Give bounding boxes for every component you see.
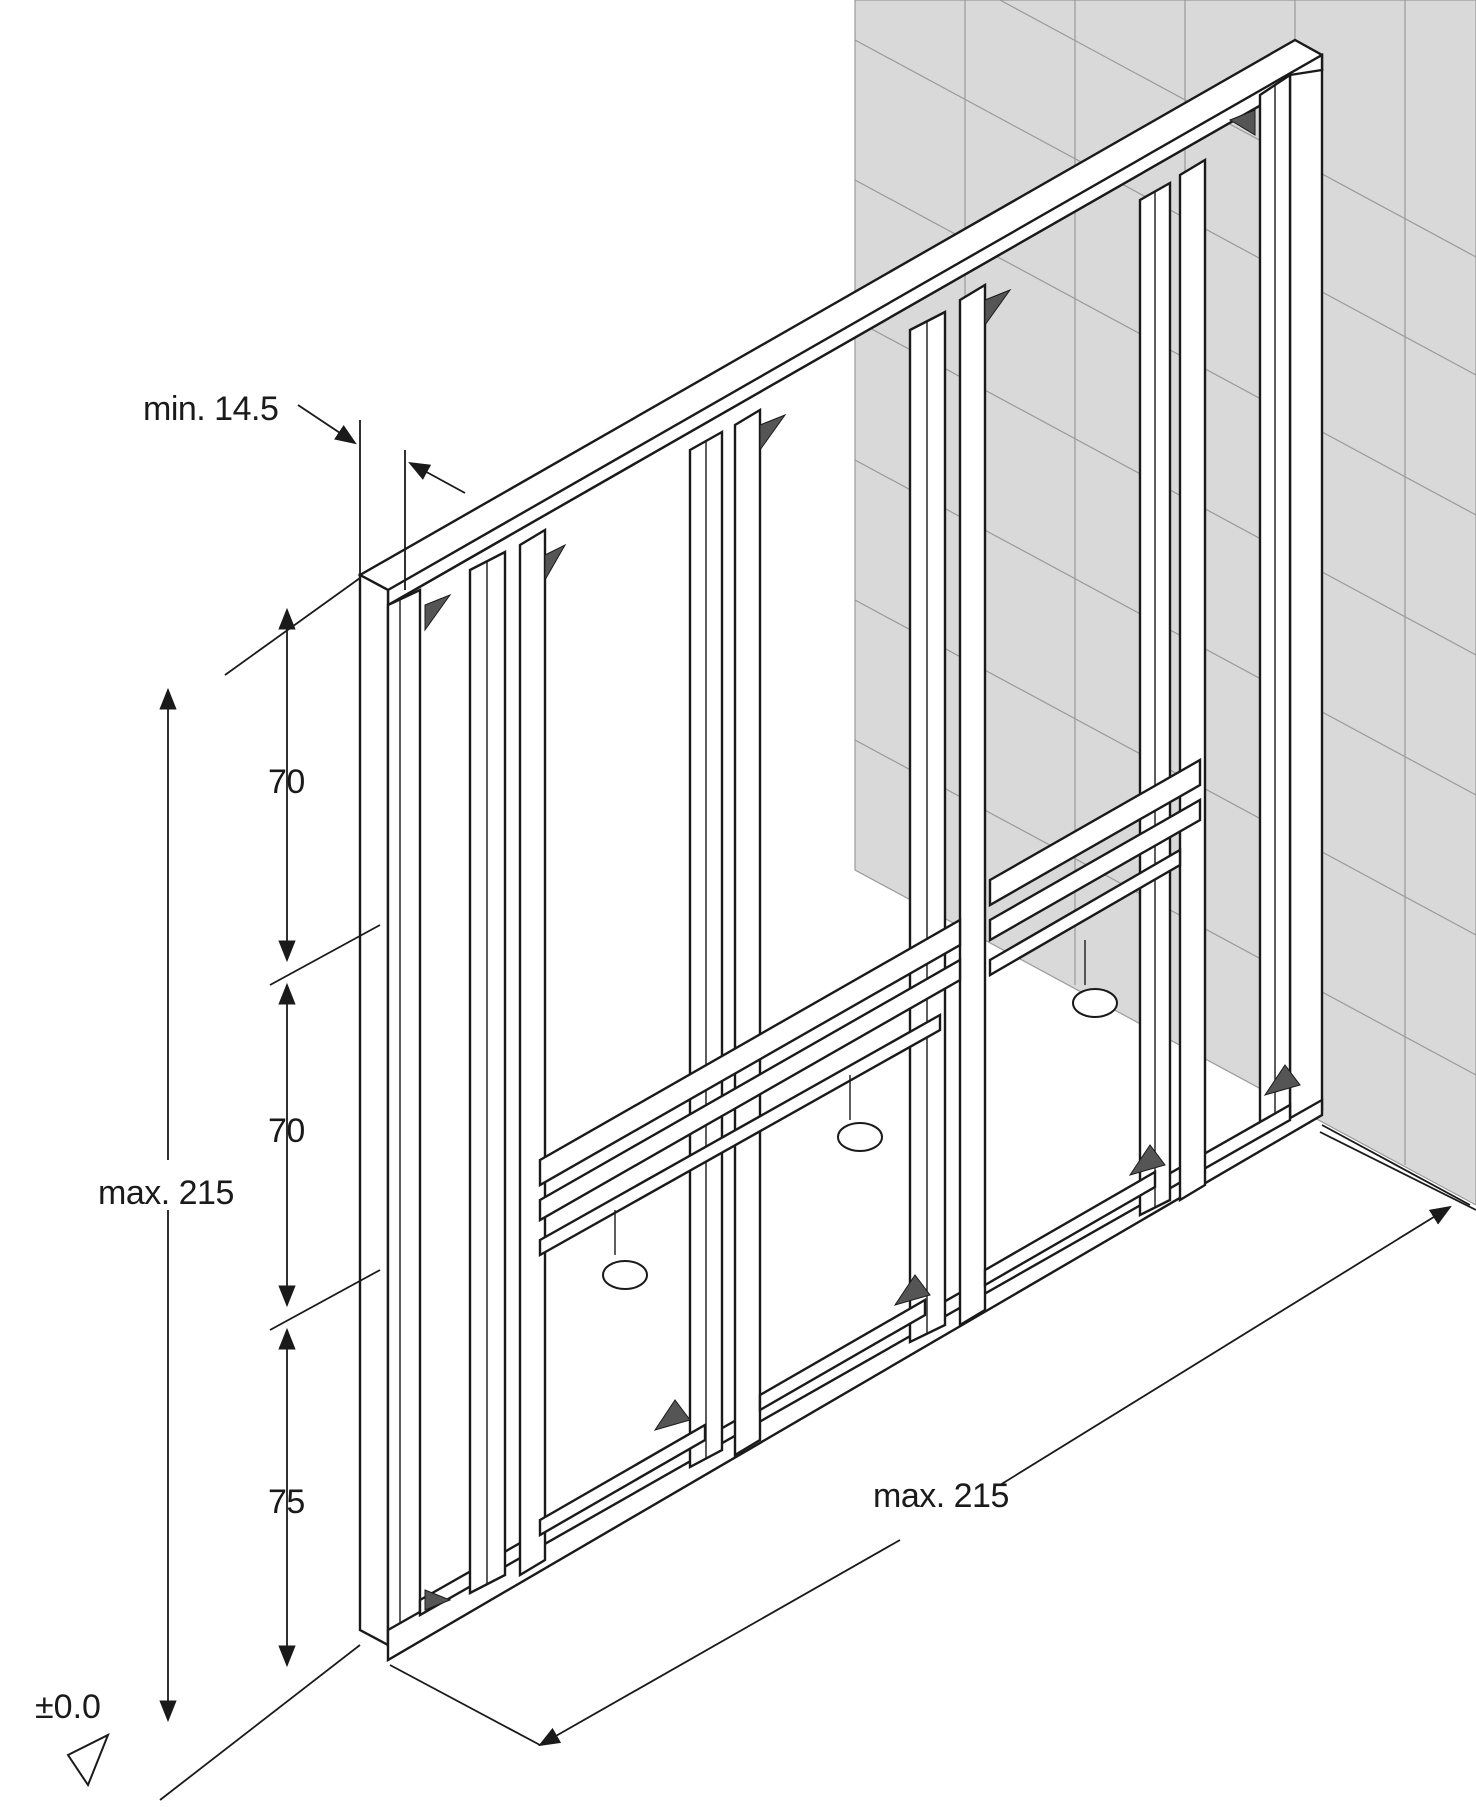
total-width-dimension: max. 215 xyxy=(389,1124,1471,1747)
corner-bracket xyxy=(424,109,1301,1611)
pipe-clamp xyxy=(602,1210,648,1290)
depth-label: min. 14.5 xyxy=(143,390,278,428)
segment-middle-label: 70 xyxy=(268,1112,305,1150)
pipe-clamp xyxy=(1072,940,1118,1018)
depth-dimension: min. 14.5 xyxy=(143,390,466,590)
segment-bottom-label: 75 xyxy=(268,1483,305,1521)
floor-level-marker: ±0.0 xyxy=(35,1688,110,1788)
total-width-label: max. 215 xyxy=(873,1477,1009,1515)
total-height-dimension: max. 215 xyxy=(98,687,234,1723)
level-triangle-icon xyxy=(66,1732,110,1788)
mounting-frame xyxy=(357,38,1324,1663)
segment-top-label: 70 xyxy=(268,763,305,801)
total-height-label: max. 215 xyxy=(98,1174,234,1212)
segment-height-dimension: 70 70 75 xyxy=(159,577,381,1801)
floor-level-label: ±0.0 xyxy=(35,1688,101,1726)
pipe-clamp xyxy=(837,1075,883,1152)
